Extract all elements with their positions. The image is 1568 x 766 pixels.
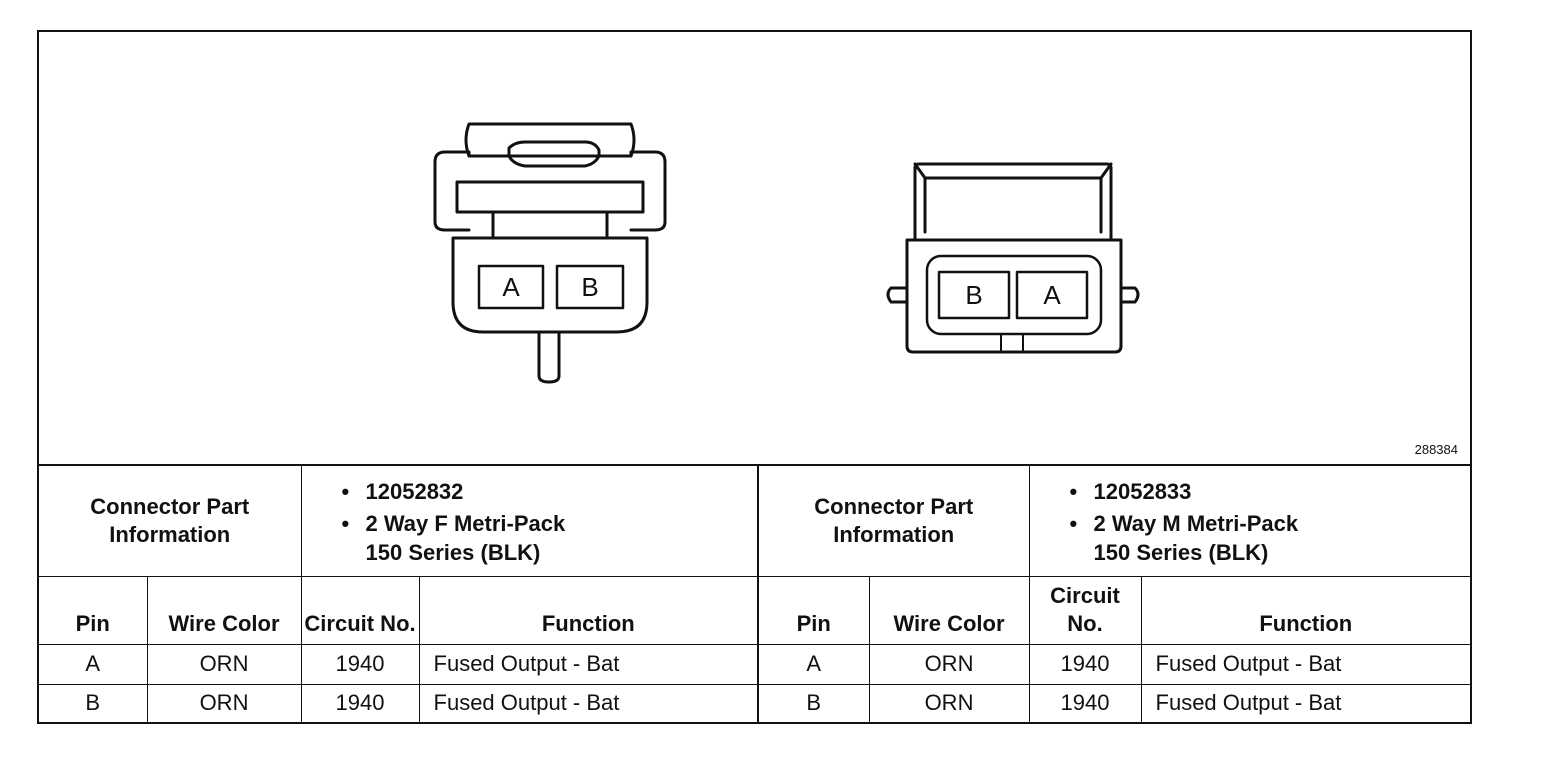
cell-pin: A xyxy=(39,643,148,685)
part-description-line2: 150 Series (BLK) xyxy=(365,539,541,565)
col-header-pin: Pin xyxy=(759,575,870,645)
part-description-line1: 2 Way M Metri-Pack xyxy=(1070,508,1471,540)
col-header-function: Function xyxy=(1140,575,1471,645)
figure-id: 288384 xyxy=(1414,442,1458,457)
cell-wire-color: ORN xyxy=(868,643,1030,685)
connector-table-female: Connector Part Information 12052832 2 Wa… xyxy=(39,466,758,722)
male-pin-b-label: B xyxy=(965,280,983,310)
cell-circuit: 1940 xyxy=(300,643,420,685)
col-header-function: Function xyxy=(418,575,758,645)
part-description-line2: 150 Series (BLK) xyxy=(1093,539,1269,565)
col-header-wire-color: Wire Color xyxy=(146,575,302,645)
table-row: A ORN 1940 Fused Output - Bat xyxy=(39,643,758,685)
connector-table-male: Connector Part Information 12052833 2 Wa… xyxy=(757,466,1471,722)
col-header-wire-color: Wire Color xyxy=(868,575,1030,645)
cell-wire-color: ORN xyxy=(146,643,302,685)
cell-function: Fused Output - Bat xyxy=(1140,683,1471,722)
female-pin-b-label: B xyxy=(581,272,599,302)
table-row: B ORN 1940 Fused Output - Bat xyxy=(39,683,758,722)
connector-diagram-frame: A B B A 288384 Connector Part Informatio… xyxy=(37,30,1472,724)
connector-part-info-label: Connector Part Information xyxy=(39,466,302,577)
cell-pin: A xyxy=(759,643,870,685)
female-pin-a-label: A xyxy=(502,272,520,302)
cell-function: Fused Output - Bat xyxy=(418,683,758,722)
part-description-line1: 2 Way F Metri-Pack xyxy=(342,508,758,540)
connector-part-info-label: Connector Part Information xyxy=(759,466,1030,577)
table-row: A ORN 1940 Fused Output - Bat xyxy=(759,643,1471,685)
connector-part-details: 12052833 2 Way M Metri-Pack 150 Series (… xyxy=(1028,466,1471,577)
cell-wire-color: ORN xyxy=(146,683,302,722)
part-number: 12052833 xyxy=(1070,476,1471,508)
connector-illustration xyxy=(433,122,1140,384)
part-number: 12052832 xyxy=(342,476,758,508)
table-row: B ORN 1940 Fused Output - Bat xyxy=(759,683,1471,722)
cell-wire-color: ORN xyxy=(868,683,1030,722)
connector-tables: Connector Part Information 12052832 2 Wa… xyxy=(39,466,1471,722)
cell-circuit: 1940 xyxy=(1028,643,1142,685)
connector-part-details: 12052832 2 Way F Metri-Pack 150 Series (… xyxy=(300,466,758,577)
col-header-circuit: Circuit No. xyxy=(300,575,420,645)
female-connector-icon xyxy=(433,122,667,384)
cell-function: Fused Output - Bat xyxy=(1140,643,1471,685)
cell-pin: B xyxy=(759,683,870,722)
cell-circuit: 1940 xyxy=(1028,683,1142,722)
col-header-pin: Pin xyxy=(39,575,148,645)
male-pin-a-label: A xyxy=(1043,280,1061,310)
cell-circuit: 1940 xyxy=(300,683,420,722)
connector-drawing-area: A B B A 288384 xyxy=(39,32,1470,466)
male-connector-icon xyxy=(886,162,1140,354)
cell-function: Fused Output - Bat xyxy=(418,643,758,685)
col-header-circuit: Circuit No. xyxy=(1028,575,1142,645)
cell-pin: B xyxy=(39,683,148,722)
